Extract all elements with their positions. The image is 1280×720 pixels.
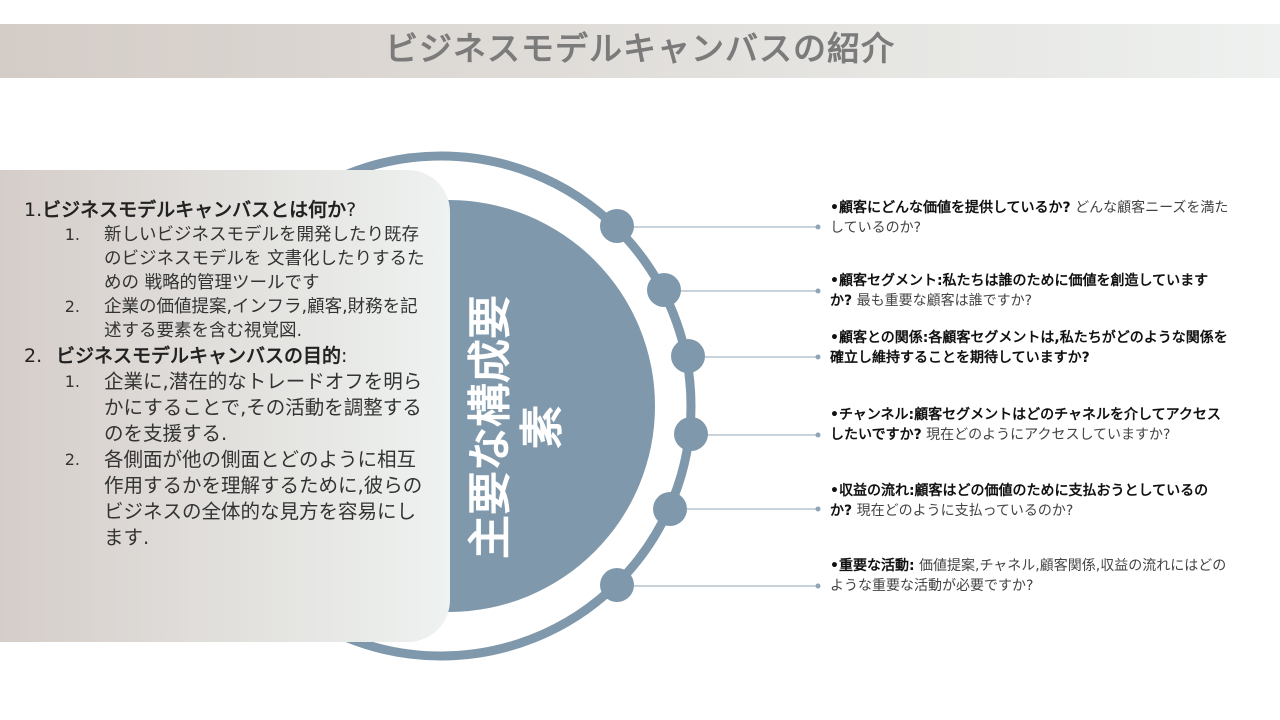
- connector-dot: [815, 288, 821, 294]
- connector-dot: [815, 583, 821, 589]
- ring-node: [653, 492, 687, 526]
- center-label: 主要な構成要 素: [465, 287, 575, 567]
- element-item: •顧客セグメント:私たちは誰のために価値を創造していますか? 最も重要な顧客は誰…: [830, 273, 1209, 309]
- list-item: 1.企業に,潜在的なトレードオフを明らかにすることで,その活動を調整するのを支援…: [64, 370, 423, 445]
- ring-node: [600, 209, 634, 243]
- center-label-line: 主要な構成要: [465, 295, 516, 559]
- connector-dot: [815, 224, 821, 230]
- list-item: 1.新しいビジネスモデルを開発したり既存のビジネスモデルを 文書化したりするため…: [64, 225, 425, 293]
- connector-dot: [815, 506, 821, 512]
- element-item: •顧客との関係:各顧客セグメントは,私たちがどのような関係を確立し維持することを…: [830, 330, 1228, 366]
- element-item: •収益の流れ:顧客はどの価値のために支払おうとしているのか? 現在どのように支払…: [830, 483, 1209, 519]
- list-item: 2.各側面が他の側面とどのように相互作用するかを理解するために,彼らのビジネスの…: [64, 448, 423, 549]
- section-heading: 2.ビジネスモデルキャンバスの目的:: [24, 345, 348, 367]
- intro-list: 1.ビジネスモデルキャンバスとは何か? 1.新しいビジネスモデルを開発したり既存…: [24, 197, 434, 551]
- list-item: 2.企業の価値提案,インフラ,顧客,財務を記述する要素を含む視覚図.: [64, 297, 418, 341]
- element-item: •チャンネル:顧客セグメントはどのチャネルを介してアクセスしたいですか? 現在ど…: [830, 407, 1221, 443]
- connector-dot: [815, 354, 821, 360]
- intro-panel: [0, 170, 450, 642]
- element-item: •顧客にどんな価値を提供しているか? どんな顧客ニーズを満たしているのか?: [830, 200, 1229, 236]
- center-label-line: 素: [517, 405, 568, 449]
- section-heading: 1.ビジネスモデルキャンバスとは何か?: [24, 199, 357, 221]
- ring-node: [647, 273, 681, 307]
- connector-dot: [815, 432, 821, 438]
- ring-node: [674, 417, 708, 451]
- element-item: •重要な活動: 価値提案,チャネル,顧客関係,収益の流れにはどのような重要な活動…: [830, 558, 1227, 594]
- ring-node: [671, 339, 705, 373]
- title-bar: [0, 24, 1280, 78]
- ring-node: [600, 568, 634, 602]
- page-title: ビジネスモデルキャンバスの紹介: [385, 29, 895, 68]
